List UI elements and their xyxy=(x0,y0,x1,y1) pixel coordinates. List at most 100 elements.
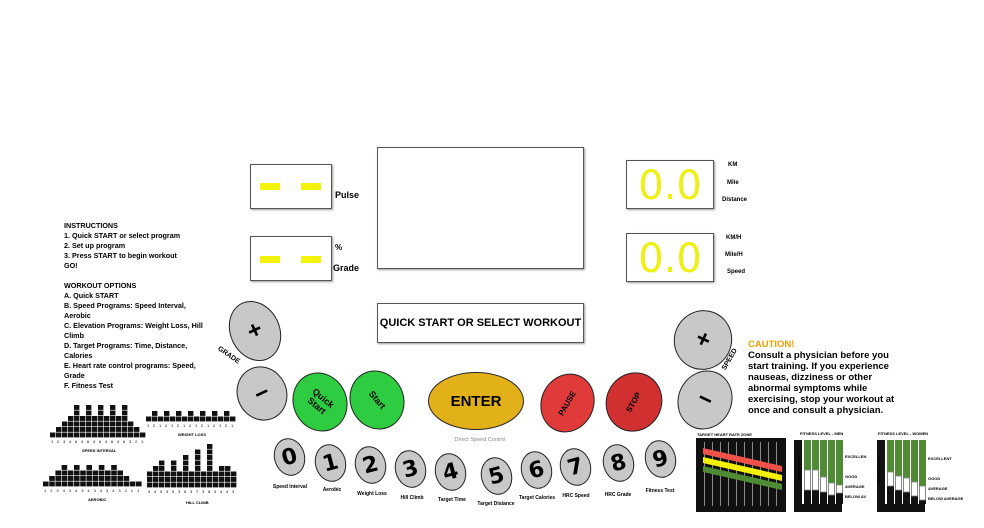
program-level-label: 2 xyxy=(50,488,53,493)
program-bar-cell xyxy=(224,411,230,416)
program-bar-cell xyxy=(104,421,110,427)
program-level-label: 4 xyxy=(81,439,84,444)
distance-label: Distance xyxy=(722,197,748,203)
program-bar-cell xyxy=(147,482,153,488)
option-line: B. Speed Programs: Speed Interval, Aerob… xyxy=(64,301,186,320)
program-level-label: 4 xyxy=(87,488,90,493)
fitness-bar-segment xyxy=(812,469,819,491)
program-bar-cell xyxy=(62,421,68,427)
program-bar-cell xyxy=(177,471,183,477)
program-bar-cell xyxy=(74,465,80,470)
key-0-button[interactable]: 0 xyxy=(269,434,310,480)
key-4-button[interactable]: 4 xyxy=(430,449,471,495)
grade-dash xyxy=(260,256,280,263)
quick-start-button[interactable]: Quick Start xyxy=(282,363,358,441)
program-bar-cell xyxy=(159,466,165,471)
program-bar-cell xyxy=(61,481,68,487)
program-bar-cell xyxy=(111,481,117,487)
program-bar-cell xyxy=(86,421,92,427)
program-bar-cell xyxy=(195,477,201,482)
unit-kmh: KM/H xyxy=(726,235,742,241)
program-bar-cell xyxy=(188,411,194,416)
enter-button[interactable]: ENTER xyxy=(428,372,524,430)
program-bar-cell xyxy=(116,427,122,432)
program-bar-cell xyxy=(98,405,104,410)
program-bar-cell xyxy=(195,460,201,466)
program-bar-cell xyxy=(134,427,140,432)
program-bar-cell xyxy=(219,466,225,471)
program-level-label: 8 xyxy=(208,489,211,494)
program-bar-cell xyxy=(122,416,128,421)
fitness-bar-segment xyxy=(794,440,802,504)
caution-title: CAUTION! xyxy=(748,339,795,350)
program-level-label: 2 xyxy=(213,423,216,428)
message-display: QUICK START OR SELECT WORKOUT xyxy=(377,303,584,343)
program-bar-cell xyxy=(92,481,99,487)
key-7-button[interactable]: 7 xyxy=(555,444,596,490)
program-bar-cell xyxy=(61,470,68,476)
program-bar-cell xyxy=(195,455,201,460)
direct-speed-control-label: Direct Speed Control xyxy=(454,437,506,443)
program-level-label: 1 xyxy=(159,423,162,428)
program-bar-cell xyxy=(152,411,158,416)
program-level-label: 4 xyxy=(117,439,120,444)
key-6-button[interactable]: 6 xyxy=(516,447,557,493)
speed-display: 0.0 xyxy=(626,233,714,282)
program-level-label: 3 xyxy=(56,488,59,493)
start-button[interactable]: Start xyxy=(339,361,415,439)
program-bar-cell xyxy=(80,421,86,427)
fitness-women-axis: Fitness Level xyxy=(876,457,882,484)
key-1-button[interactable]: 1 xyxy=(310,440,351,486)
program-bar-cell xyxy=(140,432,146,438)
program-bar-cell xyxy=(207,477,213,482)
speed-up-button[interactable]: + xyxy=(664,300,742,380)
program-bar-cell xyxy=(189,482,195,488)
key-8-button[interactable]: 8 xyxy=(598,440,639,486)
program-bar-cell xyxy=(55,476,61,481)
speed-down-button[interactable]: − xyxy=(667,361,743,439)
hr-zone-title: TARGET HEART RATE ZONE xyxy=(697,432,752,437)
program-bar-cell xyxy=(43,481,49,487)
program-bar-cell xyxy=(105,476,111,481)
key-1-label: Aerobic xyxy=(322,487,342,493)
program-bar-cell xyxy=(110,410,116,416)
pulse-dash xyxy=(301,183,321,190)
program-bar-cell xyxy=(231,482,237,488)
program-level-label: 1 xyxy=(207,423,210,428)
program-bar-cell xyxy=(225,466,231,471)
key-9-button[interactable]: 9 xyxy=(640,436,681,482)
program-bar-cell xyxy=(110,405,116,410)
program-bar-cell xyxy=(231,477,237,482)
program-level-label: 4 xyxy=(93,439,96,444)
instructions: INSTRUCTIONS 1. Quick START or select pr… xyxy=(64,221,214,391)
program-bar-cell xyxy=(129,481,136,487)
program-bar-cell xyxy=(207,460,213,466)
fitness-level-label: EXCELLENT xyxy=(928,456,952,461)
program-bar-cell xyxy=(110,421,116,427)
key-5-button[interactable]: 5 xyxy=(476,453,517,499)
stop-button[interactable]: STOP xyxy=(595,362,673,442)
fitness-bar-segment xyxy=(911,440,918,482)
key-2-button[interactable]: 2 xyxy=(350,442,391,488)
fitness-bar-segment xyxy=(895,440,902,476)
program-bar-cell xyxy=(219,477,225,482)
program-bar-cell xyxy=(80,416,86,421)
program-bar-cell xyxy=(195,449,201,455)
program-level-label: 1 xyxy=(219,423,222,428)
program-level-label: 6 xyxy=(111,439,114,444)
program-bar-cell xyxy=(122,410,128,416)
fitness-level-label: BELOW AVERAGE xyxy=(928,496,964,501)
program-bar-cell xyxy=(171,471,177,477)
program-level-label: 5 xyxy=(172,489,175,494)
program-bar-cell xyxy=(159,482,165,488)
pause-button[interactable]: PAUSE xyxy=(530,364,605,442)
program-level-label: 1 xyxy=(171,423,174,428)
program-bar-cell xyxy=(92,421,98,427)
program-level-label: 3 xyxy=(232,489,235,494)
program-bar-cell xyxy=(164,411,170,416)
program-bar-cell xyxy=(74,470,80,476)
hr-zone-high xyxy=(703,448,782,472)
program-bar-cell xyxy=(195,482,201,488)
key-5-label: Target Distance xyxy=(477,501,515,507)
key-3-button[interactable]: 3 xyxy=(390,446,431,492)
